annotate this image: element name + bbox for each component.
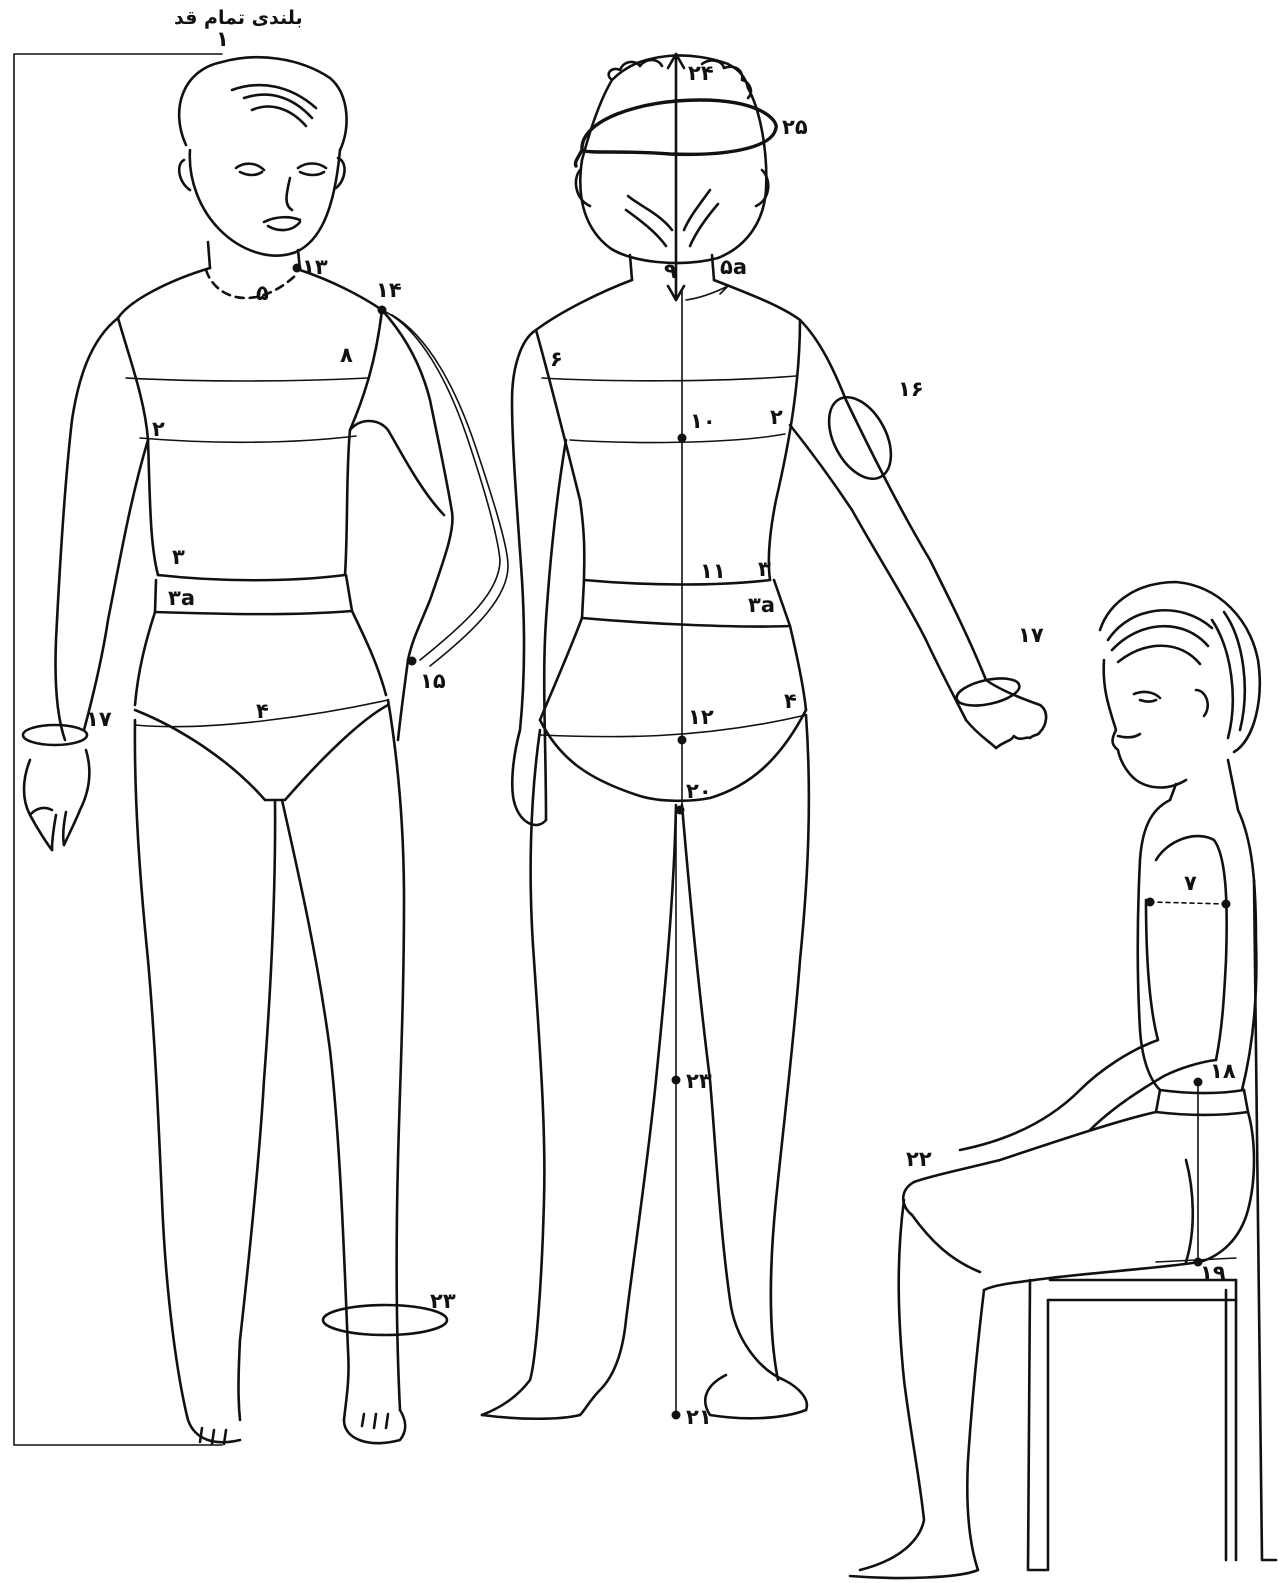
label-4-front: ۴ bbox=[256, 699, 269, 723]
full-height-bracket bbox=[14, 54, 222, 1445]
label-10: ۱۰ bbox=[690, 409, 716, 433]
neck-back-arrow bbox=[686, 282, 728, 300]
label-12: ۱۲ bbox=[688, 705, 714, 729]
label-3-front: ۳ bbox=[172, 545, 185, 569]
label-3-back: ۳ bbox=[758, 557, 771, 581]
point-15 bbox=[408, 657, 417, 666]
label-5: ۵ bbox=[256, 281, 269, 305]
ankle-circumference-front bbox=[323, 1305, 447, 1335]
label-8: ۸ bbox=[340, 343, 353, 367]
label-13: ۱۳ bbox=[302, 255, 328, 279]
label-14: ۱۴ bbox=[376, 278, 402, 302]
point-21 bbox=[672, 1411, 681, 1420]
point-7-right bbox=[1222, 900, 1231, 909]
label-2-back: ۲ bbox=[770, 405, 783, 429]
label-9: ۹ bbox=[664, 259, 677, 283]
label-17-front: ۱۷ bbox=[86, 707, 112, 731]
label-19: ۱۹ bbox=[1200, 1261, 1226, 1285]
label-1: ۱ bbox=[216, 27, 229, 51]
label-20: ۲۰ bbox=[686, 779, 712, 803]
point-20 bbox=[676, 806, 685, 815]
label-23-back: ۲۳ bbox=[686, 1069, 712, 1093]
back-figure bbox=[482, 55, 1046, 1418]
label-5a: ۵a bbox=[720, 255, 747, 279]
label-11: ۱۱ bbox=[700, 559, 726, 583]
point-7-left bbox=[1146, 898, 1155, 907]
label-7: ۷ bbox=[1184, 871, 1197, 895]
label-22: ۲۲ bbox=[906, 1147, 932, 1171]
label-23-front: ۲۳ bbox=[430, 1289, 456, 1313]
back-measure-lines bbox=[542, 290, 796, 1415]
label-18: ۱۸ bbox=[1210, 1059, 1236, 1083]
point-12 bbox=[678, 736, 687, 745]
label-24: ۲۴ bbox=[688, 61, 714, 85]
full-height-title: بلندی تمام قد bbox=[174, 7, 303, 29]
point-18 bbox=[1194, 1078, 1203, 1087]
neck-circumference-front bbox=[206, 270, 296, 298]
label-4-back: ۴ bbox=[784, 689, 797, 713]
wrist-circumference-front bbox=[23, 725, 87, 745]
label-2-front: ۲ bbox=[152, 417, 165, 441]
label-17-back: ۱۷ bbox=[1018, 623, 1044, 647]
point-14 bbox=[378, 306, 387, 315]
label-16: ۱۶ bbox=[898, 377, 924, 401]
label-15: ۱۵ bbox=[420, 669, 446, 693]
upper-arm-circumference bbox=[816, 387, 903, 489]
point-13 bbox=[293, 264, 302, 273]
label-25: ۲۵ bbox=[782, 115, 808, 139]
label-21: ۲۱ bbox=[686, 1405, 712, 1429]
front-figure bbox=[24, 57, 452, 1444]
point-23-back bbox=[672, 1076, 681, 1085]
label-3a-front: ۳a bbox=[168, 586, 195, 610]
wrist-circumference-back bbox=[954, 674, 1022, 711]
label-6: ۶ bbox=[550, 347, 563, 371]
label-3a-back: ۳a bbox=[748, 593, 775, 617]
point-10 bbox=[678, 434, 687, 443]
